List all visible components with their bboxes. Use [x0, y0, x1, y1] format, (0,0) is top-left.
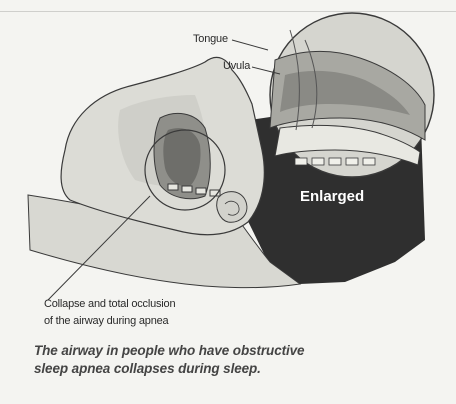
ear-shape — [217, 192, 247, 223]
figure-caption: The airway in people who have obstructiv… — [34, 342, 434, 378]
caption-line2: sleep apnea collapses during sleep. — [34, 360, 434, 378]
label-collapse-line2: of the airway during apnea — [44, 313, 274, 330]
label-tongue: Tongue — [193, 33, 228, 45]
label-collapse: Collapse and total occlusion of the airw… — [44, 296, 274, 330]
caption-line1: The airway in people who have obstructiv… — [34, 342, 434, 360]
label-uvula: Uvula — [223, 60, 250, 72]
label-collapse-line1: Collapse and total occlusion — [44, 296, 274, 313]
label-enlarged: Enlarged — [300, 188, 364, 205]
